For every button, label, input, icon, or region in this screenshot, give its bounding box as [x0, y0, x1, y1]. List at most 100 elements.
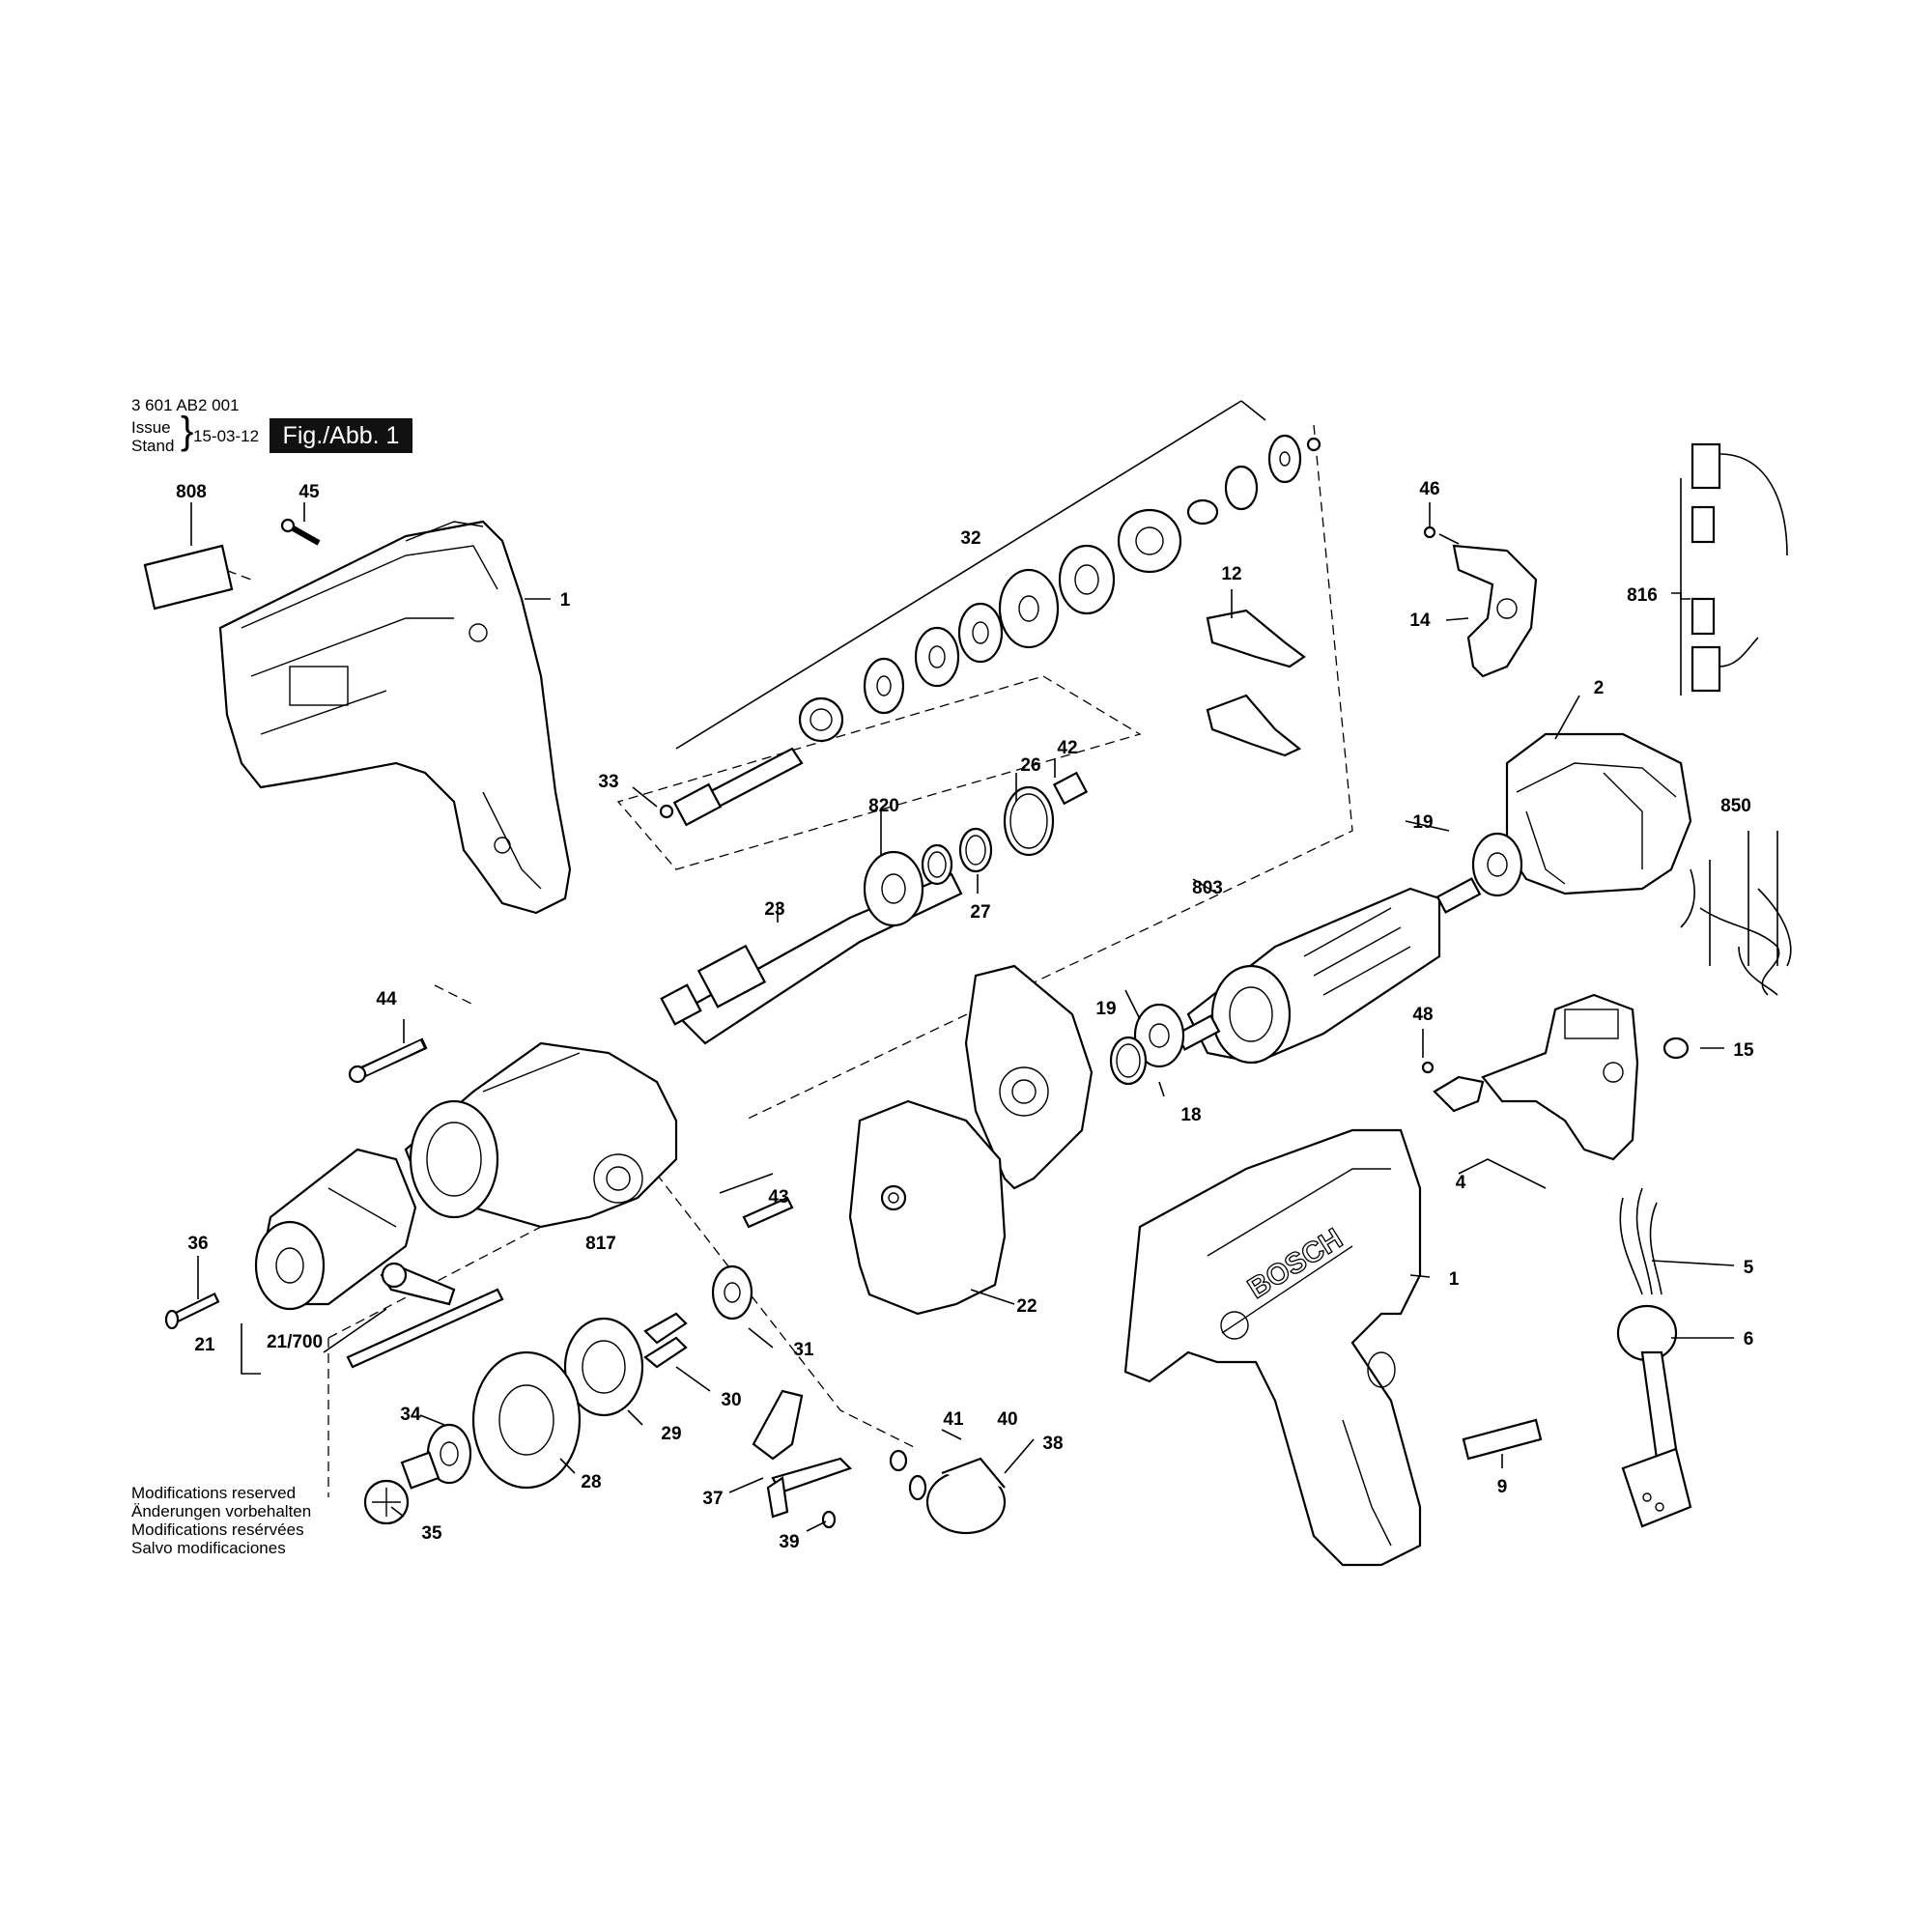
bearing-19-lower	[1133, 1003, 1185, 1068]
stand-label: Stand	[131, 437, 175, 455]
field-coil-2	[1505, 732, 1692, 895]
power-cable-5	[1619, 1187, 1662, 1295]
part-label-2: 2	[1594, 678, 1605, 698]
switch-4	[1421, 993, 1639, 1161]
modifications-line-de: Änderungen vorbehalten	[131, 1502, 312, 1520]
switch-lever-37	[752, 1389, 853, 1519]
brush-holder-14	[1423, 526, 1538, 678]
part-label-26: 26	[1020, 755, 1040, 776]
part-label-28: 28	[581, 1472, 601, 1492]
part-label-850: 850	[1720, 796, 1751, 816]
pin-43	[742, 1196, 794, 1229]
part-label-36: 36	[187, 1234, 208, 1254]
leader-lines	[190, 502, 1735, 1532]
part-label-808: 808	[176, 482, 207, 502]
modifications-notice: Modifications reserved Änderungen vorbeh…	[131, 1484, 311, 1557]
bearing-820	[863, 850, 924, 927]
armature-803	[1175, 877, 1482, 1065]
capacitor-15	[1662, 1037, 1690, 1060]
label-plate-808	[143, 544, 234, 611]
part-label-30: 30	[721, 1390, 741, 1410]
issue-label: Issue	[131, 418, 171, 437]
part-label-31: 31	[793, 1340, 814, 1360]
part-label-816: 816	[1627, 585, 1658, 606]
retaining-rings	[659, 771, 1089, 886]
housing-half-right: BOSCH	[1123, 1128, 1422, 1567]
label-plate-9	[1462, 1418, 1543, 1461]
part-label-5: 5	[1744, 1258, 1754, 1278]
part-label-803: 803	[1192, 878, 1223, 898]
part-label-46: 46	[1419, 479, 1439, 499]
part-label-45: 45	[298, 482, 320, 502]
part-label-37: 37	[702, 1489, 723, 1509]
screw-44	[348, 1037, 428, 1084]
part-number-labels: 808 45 1 32 12 46 14 816 2 33 820 26 42 …	[176, 479, 1754, 1552]
bearing-flange	[964, 964, 1094, 1190]
part-label-12: 12	[1221, 564, 1241, 584]
part-label-14: 14	[1409, 611, 1431, 631]
part-label-44: 44	[376, 989, 397, 1009]
part-label-4: 4	[1456, 1173, 1466, 1193]
rod-817	[346, 1288, 504, 1369]
part-label-38: 38	[1042, 1434, 1063, 1454]
issue-brace: }	[181, 410, 194, 452]
part-label-34: 34	[400, 1405, 421, 1425]
part-label-40: 40	[997, 1409, 1017, 1430]
screw-45	[280, 518, 321, 546]
leaders-item-32	[675, 400, 1266, 750]
document-number: 3 601 AB2 001	[131, 396, 240, 414]
part-label-1-right: 1	[1449, 1269, 1460, 1290]
figure-label: Fig./Abb. 1	[270, 418, 412, 453]
bearing-19-upper	[1471, 832, 1523, 897]
part-label-42: 42	[1057, 738, 1077, 758]
washer-35	[363, 1479, 410, 1525]
cable-set-850	[1680, 831, 1792, 996]
part-label-9: 9	[1497, 1477, 1508, 1497]
screw-36	[164, 1293, 220, 1330]
washer-31	[711, 1264, 753, 1321]
part-label-817: 817	[585, 1234, 616, 1254]
assembly-dashed-lines	[212, 424, 1353, 1497]
modifications-line-en: Modifications reserved	[131, 1484, 297, 1502]
part-label-39: 39	[779, 1532, 799, 1552]
part-label-32: 32	[960, 528, 980, 549]
part-label-21: 21	[194, 1335, 215, 1355]
bracket-12	[1206, 609, 1306, 757]
part-label-19-lower: 19	[1095, 999, 1116, 1019]
part-label-18: 18	[1180, 1105, 1201, 1125]
strain-relief-6	[1616, 1304, 1692, 1528]
part-label-6: 6	[1744, 1329, 1754, 1350]
part-label-21-700: 21/700	[267, 1332, 323, 1352]
chuck-21	[254, 1148, 417, 1311]
selector-knob-38	[889, 1449, 1007, 1535]
issue-labels: Issue Stand	[131, 418, 174, 455]
carbon-brushes-816	[1671, 442, 1788, 696]
part-label-15: 15	[1733, 1040, 1754, 1061]
issue-date: 15-03-12	[193, 427, 260, 445]
spring-39	[821, 1510, 837, 1529]
part-label-33: 33	[598, 772, 618, 792]
gear-housing	[404, 1041, 678, 1229]
gear-28	[471, 1350, 582, 1490]
intermediate-shaft-parts	[672, 434, 1321, 827]
part-label-1-left: 1	[560, 590, 571, 611]
housing-half-left	[218, 520, 572, 915]
part-label-19-upper: 19	[1412, 812, 1433, 833]
part-label-41: 41	[943, 1409, 964, 1430]
part-label-27: 27	[970, 902, 990, 923]
part-label-43: 43	[768, 1187, 788, 1208]
part-label-29: 29	[661, 1424, 681, 1444]
gasket-22	[848, 1099, 1007, 1316]
part-label-22: 22	[1016, 1296, 1037, 1317]
part-label-35: 35	[421, 1523, 442, 1544]
modifications-line-es: Salvo modificaciones	[131, 1539, 286, 1557]
bushing-34	[400, 1451, 440, 1490]
chuck-key-21-700	[380, 1262, 456, 1306]
part-label-48: 48	[1412, 1005, 1433, 1025]
modifications-line-fr: Modifications resérvées	[131, 1520, 304, 1539]
part-label-820: 820	[868, 796, 899, 816]
gear-29	[563, 1317, 644, 1417]
part-label-23: 23	[764, 899, 784, 920]
